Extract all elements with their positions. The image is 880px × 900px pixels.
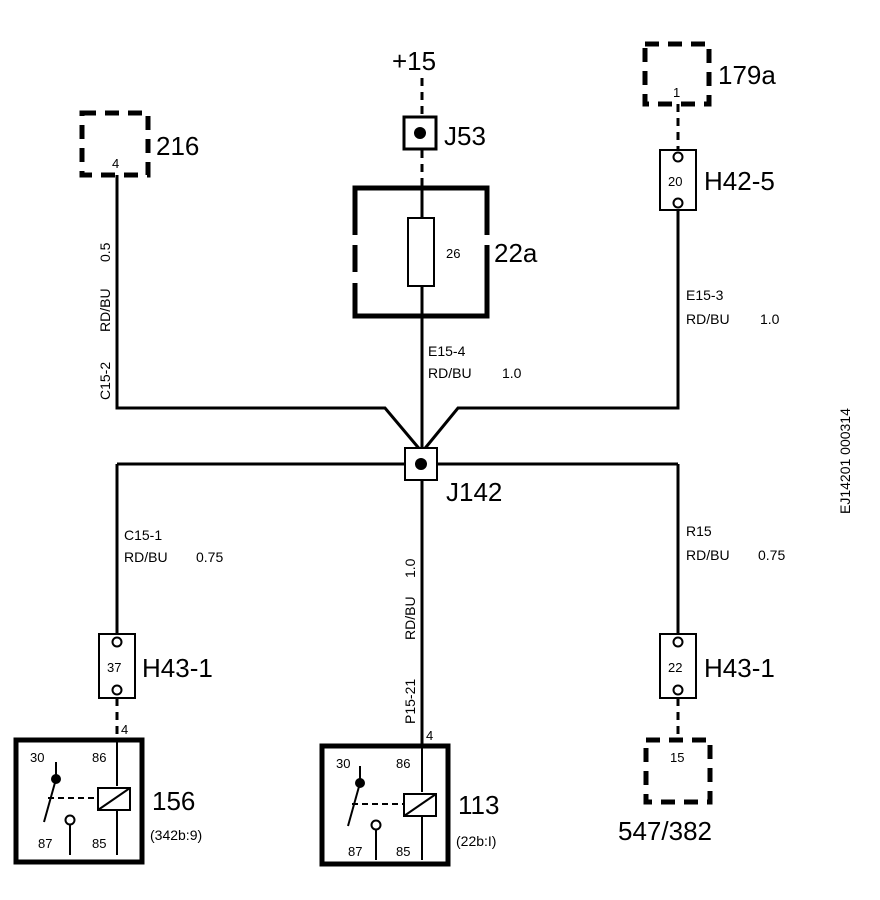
relay-113-location: (22b:I) <box>456 833 496 849</box>
wire-c15-1-size: 0.75 <box>196 549 223 565</box>
relay-156: 30 86 87 85 <box>13 737 145 865</box>
wire-c15-1-color: RD/BU <box>124 549 168 565</box>
relay-156-pin87: 87 <box>38 836 52 851</box>
relay-156-in-pin: 4 <box>121 722 128 737</box>
drawing-id: EJ14201 000314 <box>837 408 853 514</box>
relay-113-in-pin: 4 <box>426 728 433 743</box>
relay-156-pin86: 86 <box>92 750 106 765</box>
wire-c15-2 <box>115 175 424 453</box>
relay-113-pin85: 85 <box>396 844 410 859</box>
wire-e15-4-size: 1.0 <box>502 365 522 381</box>
h43-1-right-pin: 22 <box>668 660 682 675</box>
relay-113-label: 113 <box>458 790 499 820</box>
j53-label: J53 <box>444 121 486 151</box>
wire-e15-3-id: E15-3 <box>686 287 724 303</box>
wire-r15-id: R15 <box>686 523 712 539</box>
component-547-pin: 15 <box>670 750 684 765</box>
component-179a <box>642 41 712 107</box>
relay-113-pin30: 30 <box>336 756 350 771</box>
component-547-label: 547/382 <box>618 816 712 846</box>
h43-1-left-pin: 37 <box>107 660 121 675</box>
wire-e15-3 <box>420 210 680 453</box>
component-179a-pin: 1 <box>673 85 680 100</box>
wire-c15-2-size: 0.5 <box>97 242 113 262</box>
component-216-pin: 4 <box>112 156 119 171</box>
fuse-box-label: 22a <box>494 238 538 268</box>
relay-156-location: (342b:9) <box>150 827 202 843</box>
relay-156-pin30: 30 <box>30 750 44 765</box>
relay-156-label: 156 <box>152 786 195 816</box>
relay-156-pin85: 85 <box>92 836 106 851</box>
wire-e15-3-size: 1.0 <box>760 311 780 327</box>
wire-e15-3-color: RD/BU <box>686 311 730 327</box>
component-216 <box>79 110 151 178</box>
h43-1-left-label: H43-1 <box>142 653 213 683</box>
component-179a-label: 179a <box>718 60 776 90</box>
j142-label: J142 <box>446 477 502 507</box>
wire-r15-size: 0.75 <box>758 547 785 563</box>
wire-p15-21-size: 1.0 <box>402 558 418 578</box>
wire-p15-21-id: P15-21 <box>402 679 418 724</box>
wire-r15-color: RD/BU <box>686 547 730 563</box>
j53-dot <box>414 127 426 139</box>
fuse-element <box>407 217 435 287</box>
wire-c15-1-id: C15-1 <box>124 527 162 543</box>
component-547-382 <box>643 737 713 805</box>
relay-113: 30 86 87 85 <box>319 743 451 867</box>
fuse-number: 26 <box>446 246 460 261</box>
h43-1-right-label: H43-1 <box>704 653 775 683</box>
wire-c15-2-color: RD/BU <box>97 288 113 332</box>
relay-113-pin87: 87 <box>348 844 362 859</box>
relay-113-pin86: 86 <box>396 756 410 771</box>
component-216-label: 216 <box>156 131 199 161</box>
fuse-box-22a: 26 22a <box>352 185 538 319</box>
h42-5-label: H42-5 <box>704 166 775 196</box>
wire-p15-21-color: RD/BU <box>402 596 418 640</box>
wire-e15-4-id: E15-4 <box>428 343 466 359</box>
wire-c15-2-id: C15-2 <box>97 362 113 400</box>
h42-5-pin: 20 <box>668 174 682 189</box>
wire-e15-4-color: RD/BU <box>428 365 472 381</box>
supply-label: +15 <box>392 46 436 76</box>
